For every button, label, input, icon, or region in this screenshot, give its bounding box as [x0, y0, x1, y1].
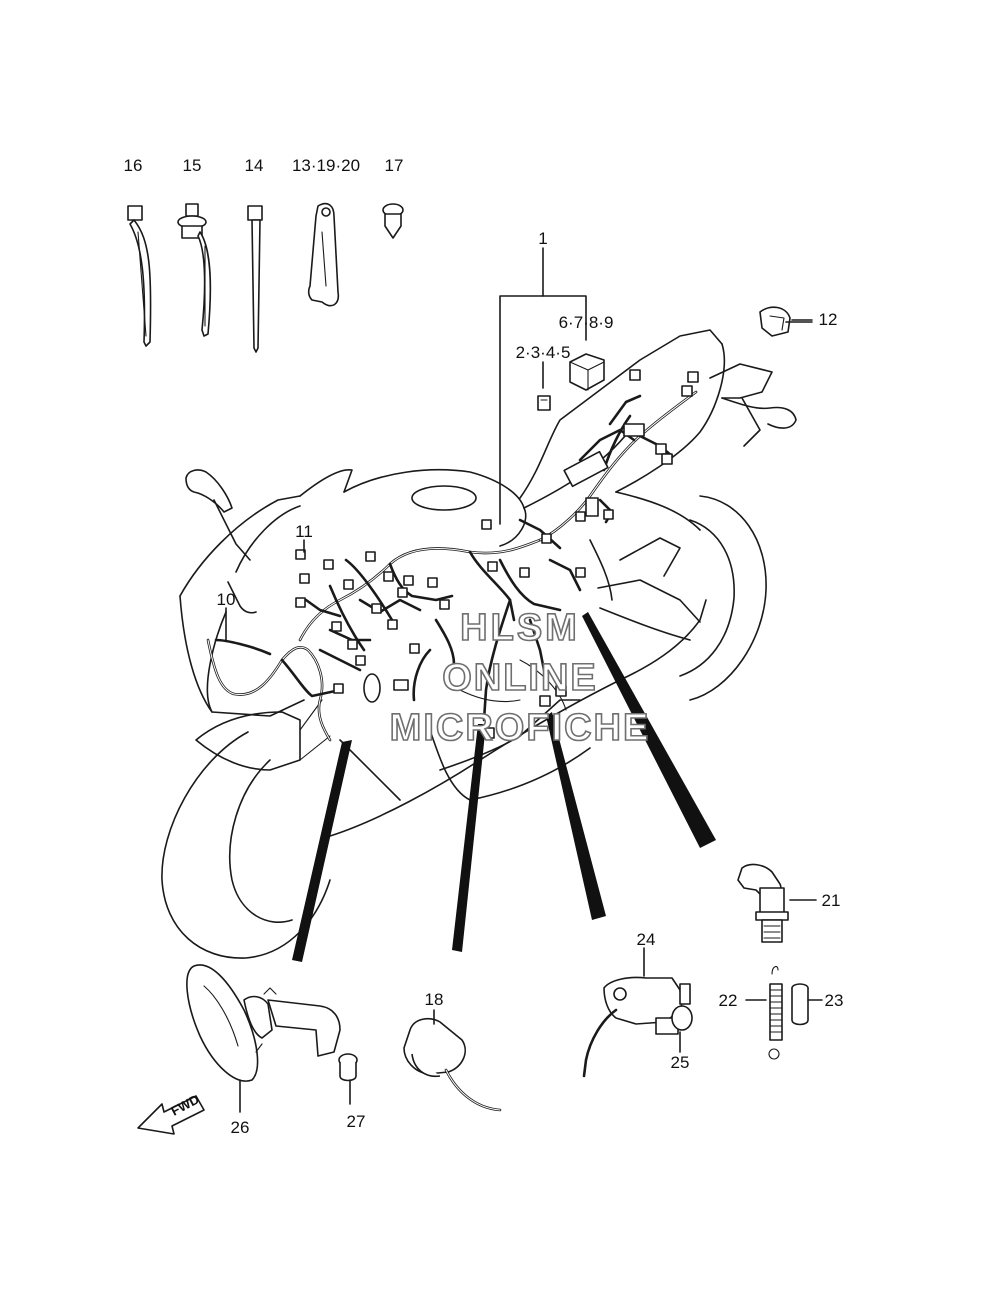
part-17-push-rivet[interactable] — [382, 203, 404, 239]
callout-pointers — [292, 612, 716, 962]
part-14-cable-tie[interactable] — [247, 205, 263, 353]
harness-connectors — [295, 369, 699, 739]
label-14[interactable]: 14 — [245, 156, 264, 175]
watermark-line-2: ONLINE — [442, 657, 598, 699]
label-6-9[interactable]: 6·7·8·9 — [559, 313, 614, 332]
part-23-sleeve[interactable] — [791, 983, 823, 1026]
part-15-clip-tie[interactable] — [177, 203, 212, 337]
part-labels: 16 15 14 13·19·20 17 1 6·7·8·9 2·3·4·5 1… — [124, 156, 844, 1137]
label-12[interactable]: 12 — [819, 310, 838, 329]
part-18-switch[interactable] — [403, 1009, 502, 1112]
label-16[interactable]: 16 — [124, 156, 143, 175]
part-6-9-relay[interactable] — [569, 353, 605, 391]
label-15[interactable]: 15 — [183, 156, 202, 175]
label-26[interactable]: 26 — [231, 1118, 250, 1137]
fwd-arrow-icon: FWD — [137, 1092, 205, 1135]
motorcycle-outline — [161, 329, 797, 959]
part-13-19-20-clamp[interactable] — [307, 202, 340, 307]
watermark: HLSM ONLINE MICROFICHE — [389, 606, 651, 750]
part-16-cable-tie[interactable] — [127, 205, 152, 347]
label-11[interactable]: 11 — [295, 522, 313, 541]
label-24[interactable]: 24 — [637, 930, 656, 949]
label-23[interactable]: 23 — [825, 991, 844, 1010]
label-10[interactable]: 10 — [217, 590, 236, 609]
watermark-line-3: MICROFICHE — [390, 707, 651, 749]
part-21-switch[interactable] — [737, 863, 817, 943]
label-2-5[interactable]: 2·3·4·5 — [516, 343, 571, 362]
label-13-19-20[interactable]: 13·19·20 — [292, 156, 360, 175]
label-17[interactable]: 17 — [385, 156, 404, 175]
label-25[interactable]: 25 — [671, 1053, 690, 1072]
label-27[interactable]: 27 — [347, 1112, 366, 1131]
watermark-line-1: HLSM — [460, 607, 580, 649]
part-25-bolt[interactable] — [655, 1005, 693, 1053]
part-22-spring[interactable] — [745, 965, 783, 1060]
part-12-clip[interactable] — [759, 306, 813, 337]
label-22[interactable]: 22 — [719, 991, 738, 1010]
label-21[interactable]: 21 — [822, 891, 841, 910]
part-2-5-fuse[interactable] — [537, 395, 551, 411]
part-27-bolt[interactable] — [338, 1053, 358, 1105]
label-18[interactable]: 18 — [425, 990, 444, 1009]
label-1[interactable]: 1 — [538, 229, 547, 248]
part-26-horn[interactable] — [186, 964, 341, 1113]
part-24-sensor[interactable] — [582, 947, 691, 1078]
